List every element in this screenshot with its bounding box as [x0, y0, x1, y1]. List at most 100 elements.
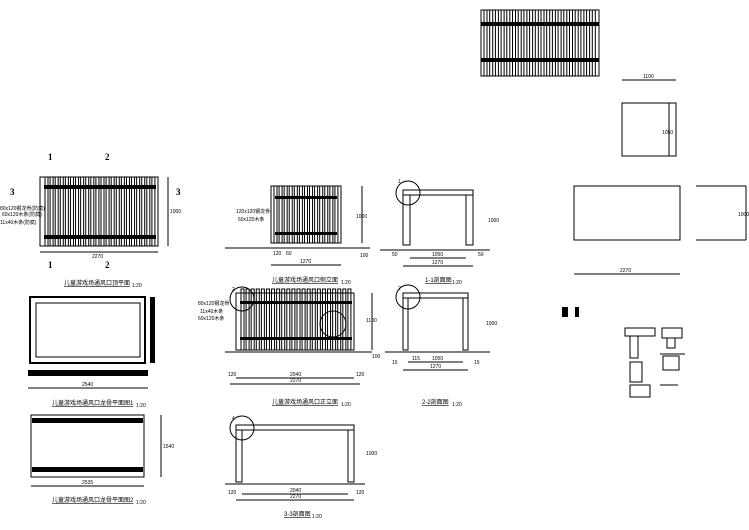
- wood-slat: [136, 176, 141, 247]
- title-front-elevation: 儿童游戏场通风口正立面: [272, 398, 338, 406]
- wood-slat: [54, 176, 59, 247]
- wood-slat: [64, 176, 69, 247]
- keel-plan-2: 1540 2535 儿童游戏场通风口龙骨平面图2 1:20: [30, 414, 174, 506]
- wood-slat: [271, 288, 276, 351]
- title-top-plan: 儿童游戏场通风口顶平面: [64, 279, 130, 287]
- wood-slat: [80, 176, 85, 247]
- wood-slat: [100, 176, 105, 247]
- wood-slat: [321, 288, 326, 351]
- wood-slat: [337, 288, 342, 351]
- wood-slat: [551, 9, 556, 77]
- dim-height: 1000: [170, 209, 181, 215]
- note-3: 60x120木条: [198, 315, 224, 322]
- wood-slat: [288, 185, 293, 244]
- detail-label: 2: [232, 287, 235, 293]
- wood-slat: [591, 9, 596, 77]
- wood-slat: [316, 288, 321, 351]
- wood-slat: [512, 9, 516, 77]
- dim-height: 1000: [738, 212, 749, 218]
- dim-width: 2540: [82, 382, 93, 388]
- wood-slat: [141, 176, 146, 247]
- wood-slat: [500, 9, 505, 77]
- wood-slat: [298, 185, 303, 244]
- note-1: 120x120钢龙骨: [236, 208, 270, 215]
- dim-height: 1000: [356, 214, 367, 220]
- detail-label: 2: [398, 286, 401, 292]
- wood-slat: [574, 9, 579, 77]
- dim-width: 1100: [643, 74, 654, 80]
- dim-height: 1540: [163, 444, 174, 450]
- dim-height: 1000: [488, 218, 499, 224]
- wood-slat: [483, 9, 488, 77]
- scale: 1:20: [136, 403, 146, 409]
- keel-plan-1: 2540 儿童游戏场通风口龙骨平面图1 1:20: [28, 296, 155, 409]
- wood-slat: [324, 185, 329, 244]
- wood-slat: [327, 288, 332, 351]
- note-2: 60x120木条(防腐): [2, 211, 42, 218]
- scale: 1:20: [136, 500, 146, 506]
- note-2: 11x40木条: [200, 308, 223, 315]
- wood-slat: [240, 288, 245, 351]
- dim-overall: 2270: [290, 378, 301, 384]
- wood-slat: [255, 288, 260, 351]
- wood-slat: [311, 288, 316, 351]
- wood-slat: [517, 9, 522, 77]
- wood-slat: [489, 9, 494, 77]
- dim-height: 1050: [662, 130, 673, 136]
- wood-slat: [569, 9, 573, 77]
- wood-slat: [278, 185, 283, 244]
- wood-slat: [332, 288, 337, 351]
- dim-inner: 2040: [290, 488, 301, 494]
- dim-1: 120: [273, 251, 282, 257]
- wood-slat: [283, 185, 288, 244]
- section-3-3: 4 2040 2270 120 120 1000 3-3剖面图 1:20: [225, 415, 377, 520]
- wood-slat: [296, 288, 301, 351]
- dim-height: 1100: [366, 318, 377, 324]
- dim-inner: 1050: [432, 252, 443, 258]
- note-2: 60x120木条: [238, 216, 264, 223]
- wood-slat: [120, 176, 125, 247]
- dim-width: 2270: [92, 254, 103, 260]
- title-section-2: 2-2剖面图: [422, 398, 449, 406]
- scale: 1:20: [312, 514, 322, 520]
- wood-slat: [85, 176, 90, 247]
- wood-slat: [540, 9, 545, 77]
- dim-side: 50: [392, 252, 398, 258]
- wood-slat: [281, 288, 286, 351]
- scale: 1:20: [341, 280, 351, 286]
- title-section-1: 1-1剖面图: [425, 276, 452, 284]
- title-side-elevation: 儿童游戏场通风口侧立面: [272, 276, 338, 284]
- wood-slat: [69, 176, 74, 247]
- wood-slat: [586, 9, 591, 77]
- dim-side: 120: [356, 372, 365, 378]
- wood-slat: [49, 176, 54, 247]
- dim-inner: 1050: [432, 356, 443, 362]
- title-keel-plan-1: 儿童游戏场通风口龙骨平面图1: [52, 399, 134, 407]
- dim-height: 1000: [366, 451, 377, 457]
- scale: 1:20: [452, 402, 462, 408]
- dim-offset: 115: [412, 356, 420, 362]
- wood-slat: [125, 176, 130, 247]
- note-1: 80x120钢龙骨: [198, 300, 229, 307]
- cut-mark-1-top: 1: [48, 152, 53, 162]
- wood-slat: [546, 9, 551, 77]
- wood-slat: [250, 288, 255, 351]
- dim-width: 2270: [620, 268, 631, 274]
- wood-slat: [286, 288, 291, 351]
- dim-width: 1270: [300, 259, 311, 265]
- wood-slat: [347, 288, 352, 351]
- wood-slat: [44, 176, 49, 247]
- title-section-3: 3-3剖面图: [284, 510, 311, 518]
- wood-slat: [301, 288, 306, 351]
- dim-overall: 2270: [290, 494, 301, 500]
- cut-mark-3-right: 3: [176, 187, 181, 197]
- wood-slat: [506, 9, 511, 77]
- dim-2: 60: [286, 251, 292, 257]
- dim-overall: 1270: [430, 364, 441, 370]
- dim-side: 50: [478, 252, 484, 258]
- wood-slat: [90, 176, 95, 247]
- wood-slat: [534, 9, 539, 77]
- dim-side: 15: [392, 360, 398, 366]
- front-elevation: 2 1100 100 2040 2270 120 120 80x120钢龙骨 1…: [198, 286, 381, 408]
- dim-width: 2535: [82, 480, 93, 486]
